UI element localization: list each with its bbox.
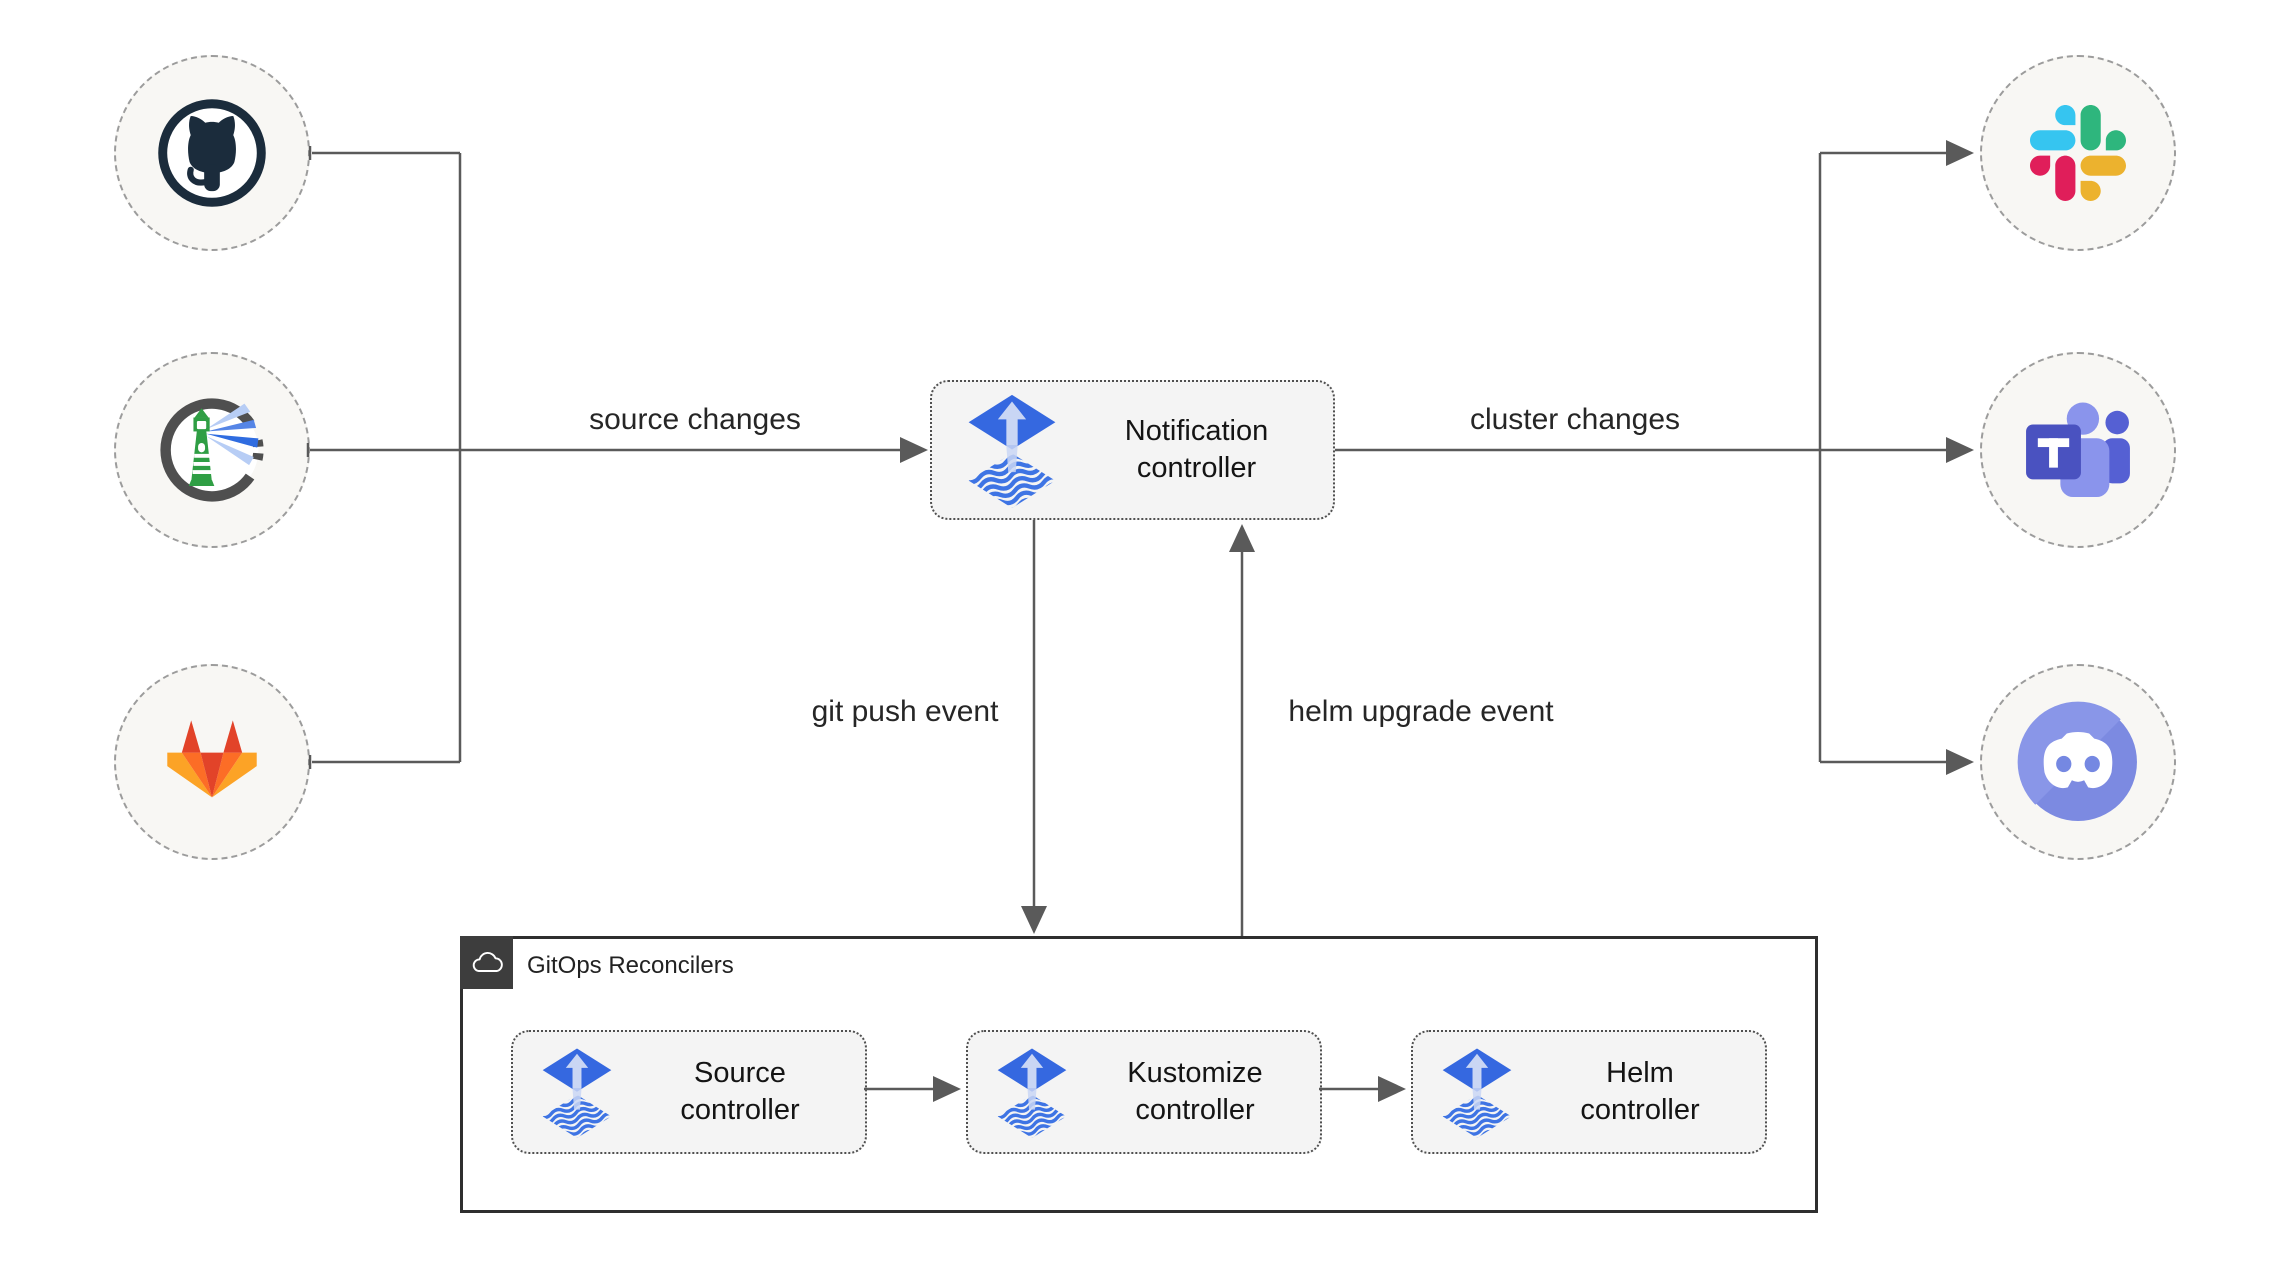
node-label: Kustomize controller [1127, 1056, 1263, 1126]
node-label: Notification controller [1124, 414, 1269, 484]
arrowhead-slack [1946, 140, 1974, 166]
arrowhead-ms-teams [1946, 437, 1974, 463]
harbor-icon [160, 398, 264, 502]
container-tab [460, 936, 513, 989]
github-icon [158, 99, 266, 207]
gitops-reconcilers-container: GitOps Reconcilers Source controller Kus… [460, 936, 1818, 1213]
edge-label-git-push-event: git push event [811, 695, 999, 728]
endpoint-github [114, 55, 310, 251]
endpoint-ms-teams [1980, 352, 2176, 548]
discord-icon [2017, 701, 2137, 821]
arrowhead-source-changes [900, 437, 928, 463]
gitlab-icon [167, 720, 257, 798]
container-title: GitOps Reconcilers [527, 952, 734, 979]
edge-label-cluster-changes: cluster changes [1469, 403, 1681, 436]
arrowhead-helm-upgrade [1229, 524, 1255, 552]
ms-teams-icon [2026, 402, 2130, 498]
endpoint-gitlab [114, 664, 310, 860]
node-kustomize-controller: Kustomize controller [966, 1030, 1322, 1154]
endpoint-harbor [114, 352, 310, 548]
node-source-controller: Source controller [511, 1030, 867, 1154]
node-helm-controller: Helm controller [1411, 1030, 1767, 1154]
flux-icon [539, 1047, 615, 1138]
endpoint-discord [1980, 664, 2176, 860]
edge-label-helm-upgrade-event: helm upgrade event [1288, 695, 1554, 728]
edge-label-source-changes: source changes [589, 403, 801, 436]
cloud-icon [472, 952, 503, 972]
flux-icon [994, 1047, 1070, 1138]
flux-icon [1439, 1047, 1515, 1138]
node-notification-controller: Notification controller [930, 380, 1335, 520]
slack-icon [2030, 105, 2126, 201]
endpoint-slack [1980, 55, 2176, 251]
node-label: Helm controller [1580, 1056, 1700, 1126]
arrowhead-git-push [1021, 906, 1047, 934]
arrowhead-discord [1946, 749, 1974, 775]
flux-icon [964, 393, 1060, 508]
node-label: Source controller [680, 1056, 800, 1126]
